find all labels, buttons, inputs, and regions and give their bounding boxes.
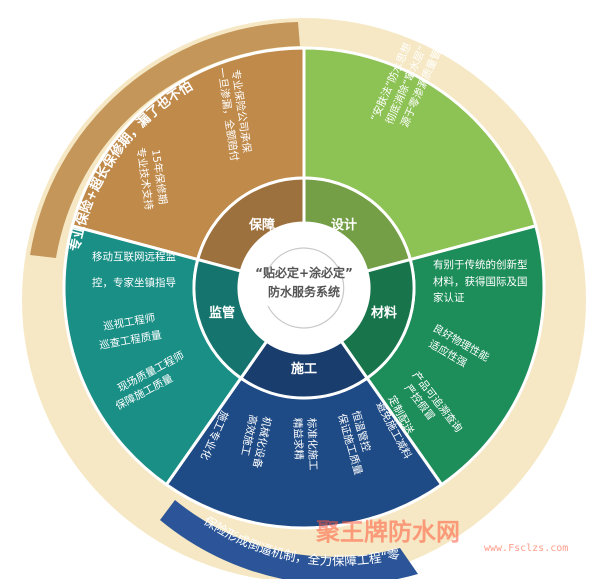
bottom-band (160, 500, 418, 583)
center-circle (239, 223, 369, 353)
sector-3-text-5: 精益求精 (291, 418, 305, 461)
sector-2-text-1: 材料，获得国际及国 (433, 275, 528, 288)
watermark-url: www.Fsclzs.com (484, 543, 568, 554)
sector-label-4: 监管 (209, 305, 235, 321)
center-title-line2: 防水服务系统 (268, 284, 340, 299)
center-title-line1: “贴必定+涂必定” (255, 265, 353, 280)
sector-label-1: 设计 (331, 217, 357, 233)
sector-2-text-0: 有别于传统的创新型 (433, 258, 528, 271)
sector-label-2: 材料 (371, 305, 397, 321)
watermark-brand: 聚王牌防水网 (315, 518, 460, 546)
top-band (30, 22, 300, 258)
sector-label-3: 施工 (291, 361, 317, 377)
center-arc-icon (267, 247, 345, 329)
sector-2-text-2: 家认证 (433, 291, 465, 304)
sector-label-0: 保障 (248, 217, 275, 233)
sector-group: 保障专业保险公司承保一旦渗漏，全额赔付15年保修期专业技术支持设计“安肤法”防水… (62, 18, 546, 530)
sector-4-text-0: 移动互联网远程监 (92, 250, 176, 263)
sector-3-text-4: 标准化施工 (305, 418, 320, 471)
sector-4-text-1: 控，专家坐镇指导 (92, 276, 176, 289)
